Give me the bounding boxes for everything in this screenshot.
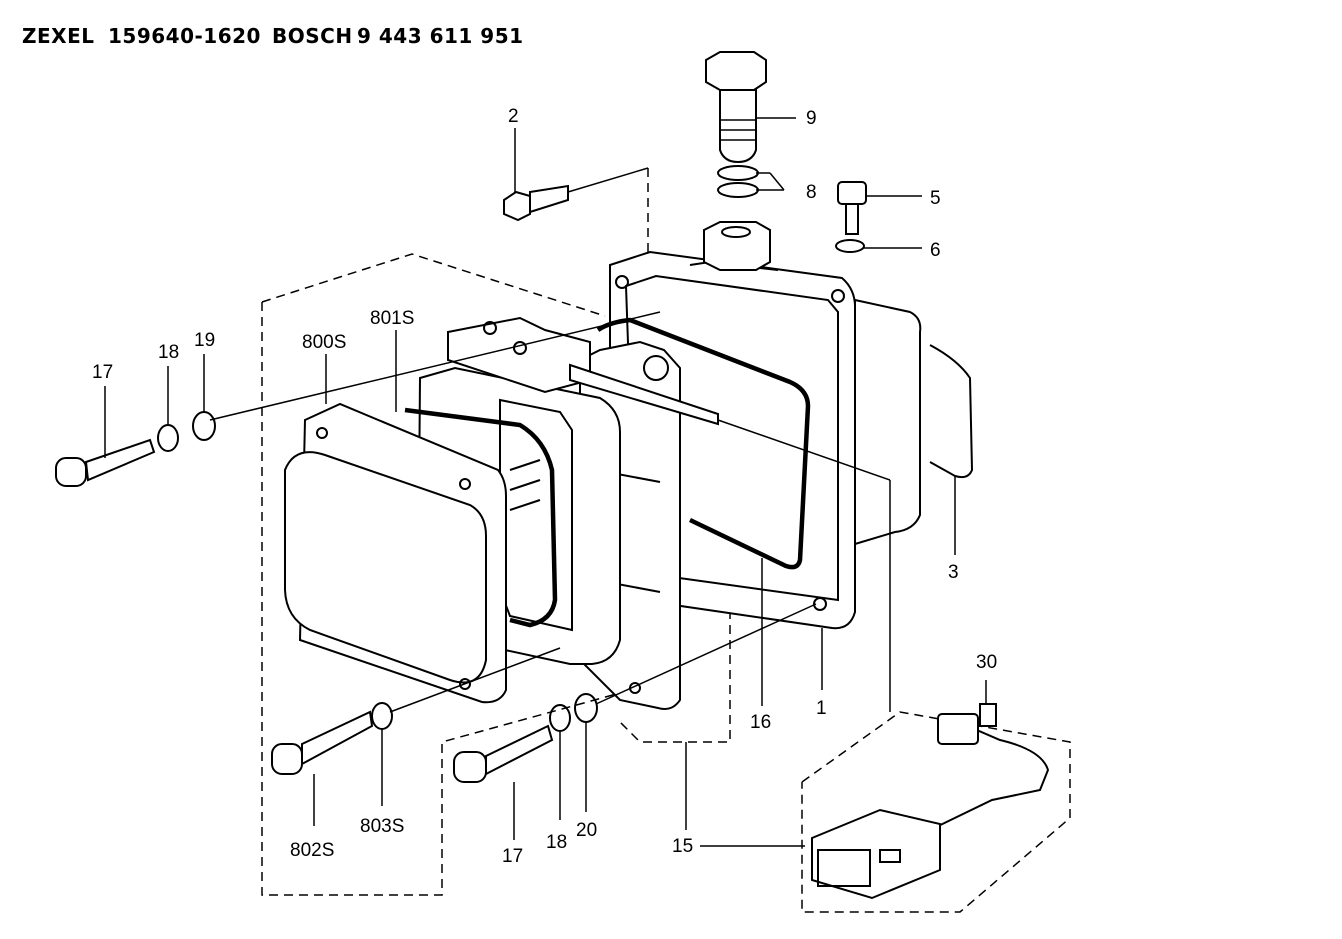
washer-803s <box>371 702 393 730</box>
banjo-bolt-9 <box>705 51 767 164</box>
washer-pair-8 <box>717 165 759 198</box>
bolt-17-bottom <box>453 724 554 783</box>
callout-30: 30 <box>976 652 997 673</box>
header-part-number-bosch: 9 443 611 951 <box>357 24 524 48</box>
callout-8: 8 <box>806 182 817 203</box>
bolt-17-top <box>55 438 156 487</box>
callout-17-top: 17 <box>92 362 113 383</box>
screw-5 <box>837 181 867 235</box>
washer-20 <box>574 693 598 723</box>
callout-802s: 802S <box>290 840 334 861</box>
callout-15: 15 <box>672 836 693 857</box>
group-boundary-30 <box>801 711 1071 913</box>
wire-harness-30 <box>929 703 1050 831</box>
callout-3: 3 <box>948 562 959 583</box>
callout-17-bottom: 17 <box>502 846 523 867</box>
seal-ring-3 <box>929 344 974 479</box>
cover-800s <box>284 402 507 704</box>
callout-2: 2 <box>508 106 519 127</box>
callout-5: 5 <box>930 188 941 209</box>
header-brand-bosch: BOSCH <box>272 24 353 48</box>
callout-6: 6 <box>930 240 941 261</box>
connector-plug <box>811 808 941 900</box>
callout-801s: 801S <box>370 308 414 329</box>
callout-800s: 800S <box>302 332 346 353</box>
screw-802s <box>271 710 374 775</box>
header-brand-zexel: ZEXEL <box>22 24 95 48</box>
callout-18-top: 18 <box>158 342 179 363</box>
callout-labels: 2 9 8 5 6 3 1 16 15 30 17 18 19 800S 801… <box>92 106 997 867</box>
callout-18-bottom: 18 <box>546 832 567 853</box>
callout-20: 20 <box>576 820 597 841</box>
banjo-fitting <box>703 221 771 271</box>
header-part-number-zexel: 159640-1620 <box>108 24 261 48</box>
callout-19: 19 <box>194 330 215 351</box>
leader-lines <box>104 117 987 847</box>
callout-803s: 803S <box>360 816 404 837</box>
callout-1: 1 <box>816 698 827 719</box>
callout-16: 16 <box>750 712 771 733</box>
bolt-2 <box>503 184 569 222</box>
spring-washer-18-bottom <box>549 704 571 732</box>
spring-washer-18-top <box>157 424 179 452</box>
washer-6 <box>835 239 865 253</box>
washer-19 <box>192 411 216 441</box>
shaft-rod <box>569 363 719 426</box>
callout-9: 9 <box>806 108 817 129</box>
group-boundary-800s <box>261 253 661 896</box>
